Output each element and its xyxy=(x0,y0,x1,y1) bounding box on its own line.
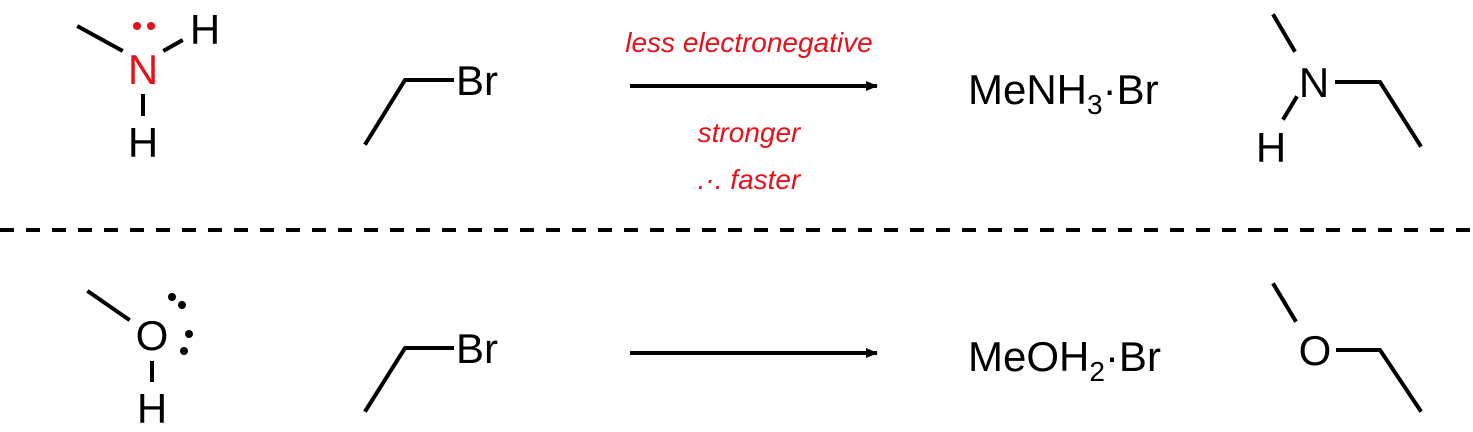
methylammonium-prefix: MeNH xyxy=(968,66,1087,113)
product-hydrogen-label: H xyxy=(1256,124,1286,171)
top-reaction: N H H Br less electronegative stronger .… xyxy=(76,6,1423,195)
methyloxonium-subscript: 2 xyxy=(1089,356,1105,387)
methylammonium-subscript: 3 xyxy=(1087,89,1103,120)
methyl-to-oxygen-bond xyxy=(86,289,131,322)
product-methyl-to-nitrogen-bond xyxy=(1271,13,1297,53)
nitrogen-lone-pair-dot-right xyxy=(147,22,155,30)
bromine-label-bottom: Br xyxy=(456,325,498,372)
methyloxonium-prefix: MeOH xyxy=(968,333,1089,380)
ether-methyl-to-oxygen-bond xyxy=(1271,282,1298,323)
ethyl-chain-bonds-bottom xyxy=(363,346,454,413)
methylammonium-bromide-formula: MeNH3·Br xyxy=(968,66,1159,120)
methyl-to-nitrogen-bond xyxy=(76,24,124,53)
hydrogen-right-label: H xyxy=(190,6,220,53)
product-nitrogen-to-hydrogen-bond xyxy=(1281,95,1299,121)
oxygen-lone-pair-1-dot-a xyxy=(168,293,176,301)
methylammonium-suffix: ·Br xyxy=(1103,66,1159,113)
less-electronegative-label: less electronegative xyxy=(625,27,872,58)
nitrogen-lone-pair-dot-left xyxy=(133,22,141,30)
product-ethyl-chain-bonds xyxy=(1335,80,1423,148)
faster-label: .·. faster xyxy=(698,164,802,195)
top-reaction-arrow-group: less electronegative stronger .·. faster xyxy=(625,27,878,195)
ether-oxygen-label: O xyxy=(1299,327,1332,374)
bottom-reaction: O H Br MeOH2·Br O xyxy=(86,282,1423,432)
oxygen-lone-pair-2-dot-a xyxy=(185,330,193,338)
oxygen-lone-pair-2-dot-b xyxy=(180,347,188,355)
product-nitrogen-label: N xyxy=(1299,59,1329,106)
stronger-label: stronger xyxy=(698,117,802,148)
ether-ethyl-chain-bonds xyxy=(1336,348,1423,413)
nitrogen-atom-label: N xyxy=(128,46,158,93)
methyloxonium-bromide-formula: MeOH2·Br xyxy=(968,333,1161,387)
bromine-label: Br xyxy=(456,57,498,104)
nitrogen-to-hydrogen-right-bond xyxy=(162,38,184,53)
oxygen-atom-label: O xyxy=(136,312,169,359)
methanol-nucleophile: O H xyxy=(86,289,193,432)
bromoethane-electrophile-bottom: Br xyxy=(363,325,498,413)
oxygen-lone-pair-1-dot-b xyxy=(178,301,186,309)
methyloxonium-suffix: ·Br xyxy=(1105,333,1161,380)
methylamine-nucleophile: N H H xyxy=(76,6,220,166)
bromoethane-electrophile: Br xyxy=(363,57,498,146)
hydrogen-bottom-label-o: H xyxy=(137,385,167,432)
ethyl-methyl-ether-product: O xyxy=(1271,282,1423,413)
hydrogen-bottom-label: H xyxy=(128,119,158,166)
n-methylethylamine-product: N H xyxy=(1256,13,1423,171)
ethyl-chain-bonds xyxy=(363,78,454,146)
